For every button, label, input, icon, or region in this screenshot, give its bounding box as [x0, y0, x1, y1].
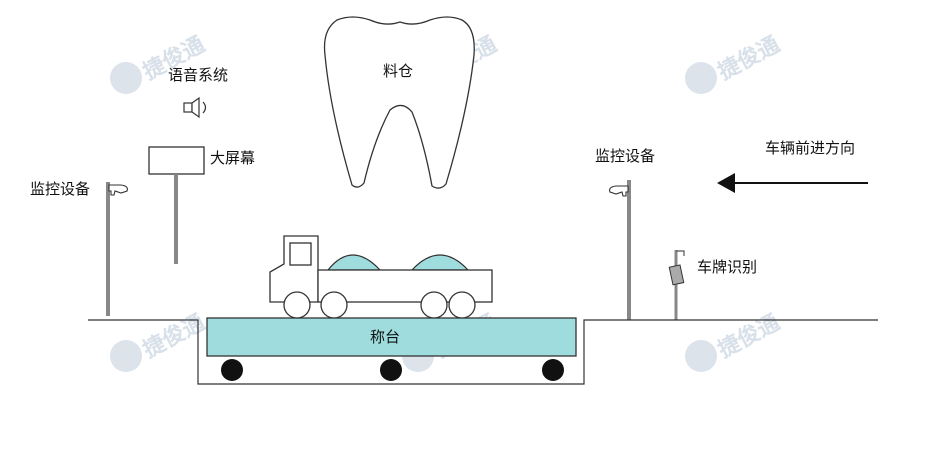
watermark: 捷俊通	[685, 309, 784, 372]
monitor-left-label: 监控设备	[30, 180, 90, 198]
silo-label: 料仓	[383, 62, 413, 80]
plate-recognition-label: 车牌识别	[697, 258, 757, 276]
watermark-logo-icon	[110, 340, 142, 372]
watermark: 捷俊通	[110, 31, 209, 94]
scale-platform-label: 称台	[370, 328, 400, 346]
plate-recognition-mount	[676, 250, 685, 256]
truck-cargo	[326, 254, 382, 271]
truck-cargo	[410, 254, 470, 271]
watermark-logo-icon	[685, 62, 717, 94]
truck-wheel	[420, 291, 448, 319]
truck-wheel	[448, 291, 476, 319]
silo-shape	[323, 16, 475, 189]
truck	[269, 235, 493, 319]
vehicle-direction-label: 车辆前进方向	[765, 139, 855, 157]
audio-system-label: 语音系统	[168, 66, 228, 84]
truck-window	[289, 242, 312, 266]
platform-roller	[542, 359, 564, 381]
watermark-text: 捷俊通	[714, 309, 784, 363]
platform-roller	[380, 359, 402, 381]
watermark-text: 捷俊通	[714, 31, 784, 85]
large-screen-label: 大屏幕	[210, 149, 255, 167]
watermark: 捷俊通	[685, 31, 784, 94]
plate-recognition-camera-icon	[668, 264, 685, 286]
truck-wheel	[283, 291, 311, 319]
scale-platform	[206, 317, 577, 357]
platform-roller	[221, 359, 243, 381]
large-screen-board	[148, 146, 205, 175]
speaker-icon	[183, 96, 207, 119]
truck-wheel	[320, 291, 348, 319]
ground-line	[88, 319, 878, 385]
arrow-left-icon	[717, 173, 868, 193]
camera-icon	[108, 184, 128, 196]
camera-icon	[609, 185, 629, 197]
monitor-right-label: 监控设备	[595, 147, 655, 165]
watermark-logo-icon	[685, 340, 717, 372]
watermark-logo-icon	[110, 62, 142, 94]
watermark: 捷俊通	[110, 309, 209, 372]
